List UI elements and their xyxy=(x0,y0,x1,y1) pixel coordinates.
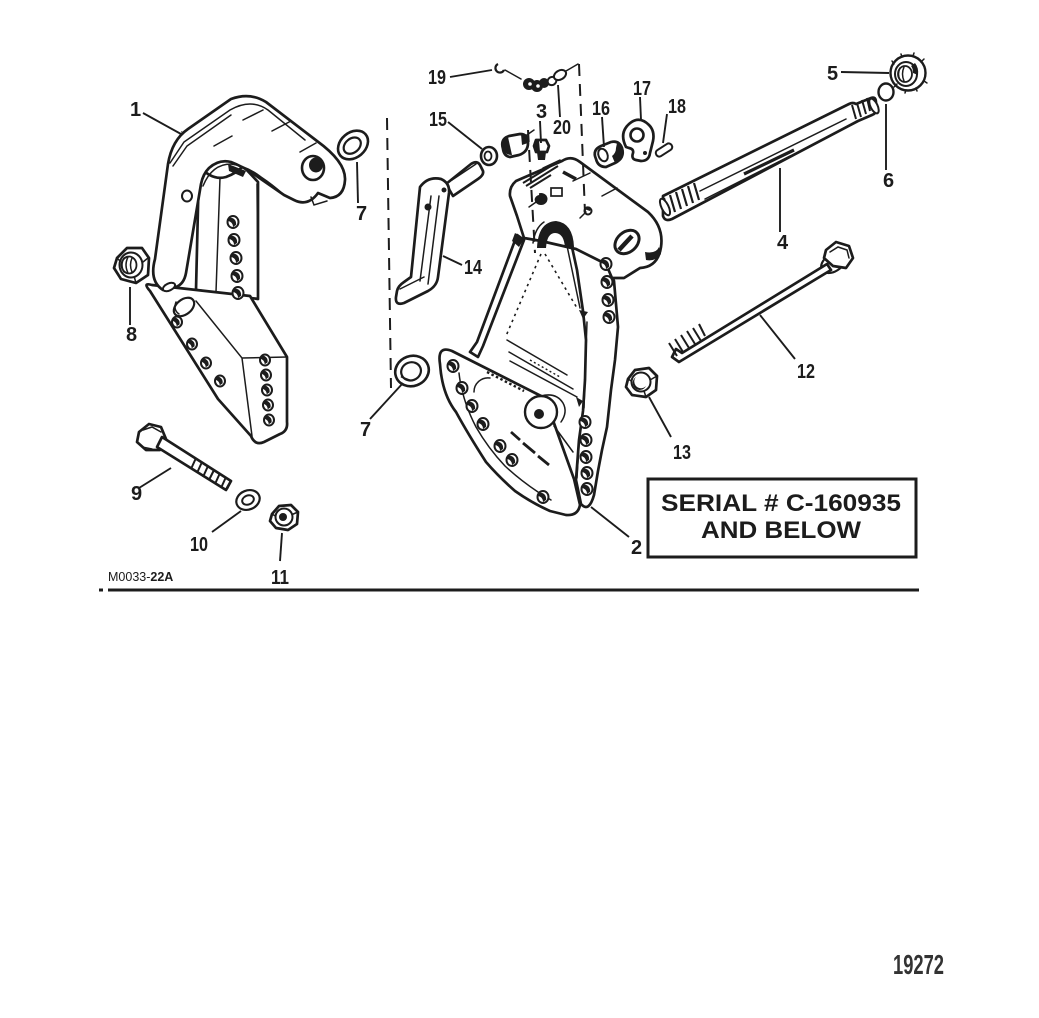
svg-text:17: 17 xyxy=(633,78,651,100)
svg-text:7: 7 xyxy=(356,203,367,225)
svg-text:18: 18 xyxy=(668,96,686,118)
svg-text:13: 13 xyxy=(673,442,691,464)
svg-text:10: 10 xyxy=(190,534,208,556)
svg-text:14: 14 xyxy=(464,257,483,279)
svg-text:19272: 19272 xyxy=(893,949,944,980)
svg-text:12: 12 xyxy=(797,361,815,383)
svg-text:5: 5 xyxy=(827,63,838,85)
svg-text:16: 16 xyxy=(592,98,610,120)
svg-text:AND BELOW: AND BELOW xyxy=(701,517,861,544)
svg-text:SERIAL # C-160935: SERIAL # C-160935 xyxy=(661,490,901,517)
svg-text:M0033-22A: M0033-22A xyxy=(108,570,173,584)
svg-text:6: 6 xyxy=(883,170,894,192)
svg-text:2: 2 xyxy=(631,537,642,559)
svg-text:4: 4 xyxy=(777,232,789,254)
svg-text:15: 15 xyxy=(429,109,447,131)
svg-text:9: 9 xyxy=(131,483,142,505)
svg-text:8: 8 xyxy=(126,324,137,346)
svg-text:7: 7 xyxy=(360,419,371,441)
svg-text:3: 3 xyxy=(536,101,547,123)
svg-text:1: 1 xyxy=(130,99,141,121)
svg-text:20: 20 xyxy=(553,117,571,139)
svg-text:19: 19 xyxy=(428,67,446,89)
svg-text:11: 11 xyxy=(271,567,289,589)
